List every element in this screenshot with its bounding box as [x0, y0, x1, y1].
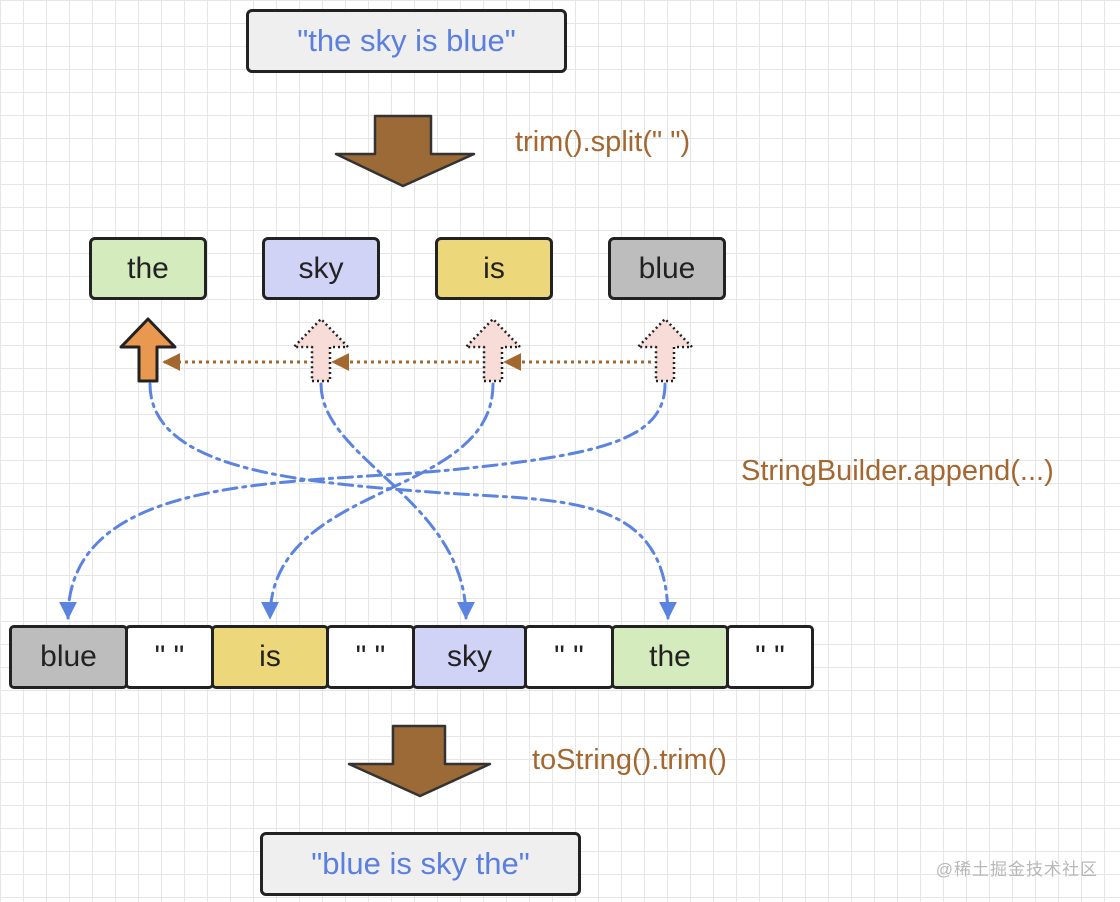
word-label: sky	[298, 251, 344, 285]
split-down-arrow	[334, 114, 476, 188]
pointer-pending-icon	[464, 317, 522, 383]
builder-cell: " "	[326, 625, 415, 689]
builder-cell-text: is	[259, 640, 281, 673]
pointer-active-icon	[119, 317, 177, 383]
append-operation-label: StringBuilder.append(...)	[741, 455, 1054, 487]
word-label: is	[483, 251, 505, 285]
flow-sky-to-builder	[319, 382, 475, 620]
builder-cell-text: " "	[355, 640, 386, 673]
input-string-text: "the sky is blue"	[297, 23, 516, 58]
output-string-text: "blue is sky the"	[311, 846, 530, 881]
builder-cell-text: " "	[554, 640, 584, 673]
pointer-pending-icon	[292, 317, 350, 383]
word-box-sky: sky	[262, 237, 380, 300]
pointer-pending-icon	[636, 317, 694, 383]
builder-cell-text: " "	[154, 640, 185, 673]
tostring-down-arrow	[347, 724, 492, 798]
flow-blue-to-builder	[59, 382, 667, 620]
builder-cell: blue	[9, 625, 128, 689]
builder-cell: " "	[524, 625, 614, 689]
input-string-box: "the sky is blue"	[246, 9, 567, 73]
word-label: the	[127, 251, 169, 285]
builder-cell: the	[611, 625, 729, 689]
builder-cell-text: the	[649, 640, 691, 673]
tostring-operation-label: toString().trim()	[532, 744, 727, 776]
flow-the-to-builder	[148, 382, 677, 620]
watermark: @稀土掘金技术社区	[935, 860, 1098, 879]
builder-cell: " "	[125, 625, 214, 689]
builder-cell-text: sky	[447, 640, 492, 673]
word-label: blue	[638, 251, 696, 285]
builder-cell-text: " "	[755, 640, 785, 673]
builder-cell-text: blue	[40, 640, 97, 673]
flow-is-to-builder	[261, 382, 495, 620]
word-box-blue: blue	[608, 237, 726, 300]
output-string-box: "blue is sky the"	[260, 832, 581, 896]
builder-cell: " "	[726, 625, 814, 689]
split-operation-label: trim().split(" ")	[515, 126, 691, 158]
word-box-the: the	[89, 237, 207, 300]
builder-cell: is	[211, 625, 329, 689]
word-box-is: is	[435, 237, 553, 300]
builder-cell: sky	[412, 625, 527, 689]
